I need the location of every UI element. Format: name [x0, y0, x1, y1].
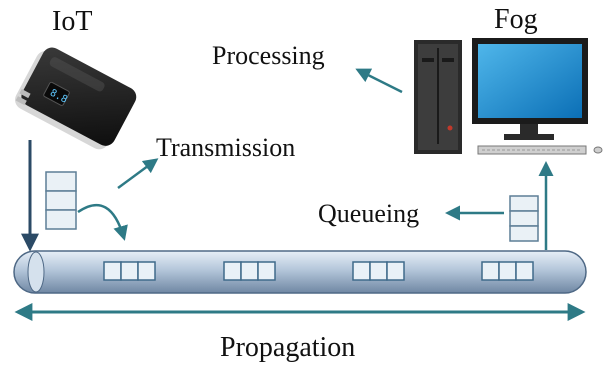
link-packet-1: [103, 261, 156, 281]
power-bank-icon: 8.8: [15, 47, 137, 150]
link-packet-4: [481, 261, 534, 281]
desktop-computer-icon: [414, 38, 603, 155]
processing-arrow: [355, 68, 403, 94]
link-packet-2: [223, 261, 276, 281]
iot-label: IoT: [52, 6, 92, 37]
propagation-label: Propagation: [220, 332, 355, 363]
transmission-arrow: [117, 158, 159, 190]
processing-label: Processing: [212, 41, 325, 70]
transmission-curve-arrow: [77, 203, 128, 241]
network-link-tube: [13, 250, 587, 294]
queueing-label: Queueing: [318, 199, 419, 228]
fog-label: Fog: [494, 4, 538, 35]
fog-queue-stack: [509, 195, 539, 242]
link-packet-3: [352, 261, 405, 281]
iot-packet-stack: [45, 171, 77, 230]
transmission-label: Transmission: [156, 133, 295, 162]
